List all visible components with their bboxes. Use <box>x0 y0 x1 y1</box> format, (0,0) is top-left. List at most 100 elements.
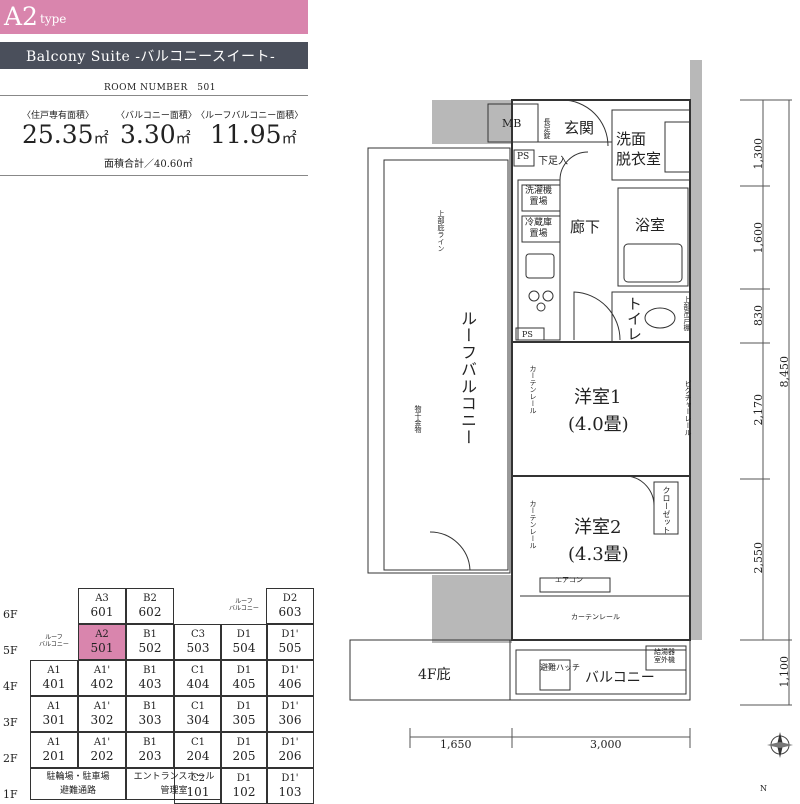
balcony-inner <box>515 649 687 695</box>
unit-type: C1 <box>190 665 205 676</box>
washer-space <box>521 184 561 212</box>
curtain-rail-label: カーテンレール <box>529 500 537 549</box>
roof-balcony-outline <box>367 147 511 574</box>
unit-room: 306 <box>278 713 302 727</box>
roof-balcony-tag: ルーフ バルコニー <box>39 634 69 648</box>
dim-v-5: 2,550 <box>752 542 765 574</box>
roof-balcony-label: ルーフバルコニー <box>458 310 477 446</box>
unit-room: 603 <box>278 605 302 619</box>
sink <box>525 253 555 279</box>
wall-block <box>432 100 512 144</box>
unit-room: 501 <box>90 641 114 655</box>
room2-size: (4.3畳) <box>568 544 629 565</box>
unit-type: B1 <box>143 629 157 640</box>
picture-rail-label: ピクチャーレール <box>684 380 692 436</box>
dim-h-2: 3,000 <box>590 738 622 751</box>
unit-room: 406 <box>278 677 302 691</box>
floor-label: 6F <box>3 608 18 621</box>
unit-type: D1' <box>281 629 299 640</box>
type-banner <box>0 0 308 34</box>
unit-room: 304 <box>186 713 210 727</box>
area-label-balcony: 〈バルコニー面積〉 <box>116 111 197 121</box>
door-swing <box>573 291 621 341</box>
bathtub <box>623 243 683 283</box>
unit-room: 503 <box>186 641 210 655</box>
unit-type: D1 <box>236 701 252 712</box>
unit-type: A3 <box>95 593 109 604</box>
unit-room: 404 <box>186 677 210 691</box>
unit-type: B1 <box>143 701 157 712</box>
unit-cell: A1'302 <box>78 696 126 732</box>
unit-cell: A1'402 <box>78 660 126 696</box>
suite-banner <box>0 42 308 69</box>
genkan-label: 玄関 <box>564 119 595 137</box>
total-area: 面積合計／40.60㎡ <box>104 159 193 170</box>
room1-label: 洋室1 <box>574 387 622 408</box>
mb-label: MB <box>502 117 522 130</box>
eave-4f-label: 4F庇 <box>418 667 451 683</box>
unit-type: A1 <box>47 737 61 748</box>
unit-type: B1 <box>143 665 157 676</box>
unit-room: 303 <box>138 713 162 727</box>
unit-room: 205 <box>232 749 256 763</box>
stove-burner <box>528 290 540 302</box>
floor-label: 1F <box>3 788 18 801</box>
dim-v-3: 830 <box>752 305 765 326</box>
curtain-rail-label-bottom: カーテンレール <box>571 613 620 621</box>
unit-type: C2 <box>190 773 205 784</box>
water-heater <box>645 645 687 671</box>
room1-size: (4.0畳) <box>568 414 629 435</box>
floor-label: 5F <box>3 644 18 657</box>
unit-type: D2 <box>282 593 298 604</box>
door-swing <box>429 531 471 571</box>
unit-room: 202 <box>90 749 114 763</box>
divider <box>0 175 308 176</box>
area-value-roof-balcony: 11.95㎡ <box>210 120 297 149</box>
washroom-label: 洗面 脱衣室 <box>616 130 662 168</box>
area-value-balcony: 3.30㎡ <box>120 120 191 149</box>
unit-cell: D1'306 <box>266 696 314 732</box>
upper-cabinet-label: 上部吊戸棚 <box>683 296 691 331</box>
unit-room: 405 <box>232 677 256 691</box>
ps-box-lower <box>515 327 545 341</box>
stove-burner <box>536 302 546 312</box>
aircon-label: エアコン <box>555 576 583 584</box>
washer-label: 洗濯機 置場 <box>525 186 553 207</box>
balcony-outline <box>349 639 691 701</box>
corridor-label: 廊下 <box>570 218 601 236</box>
unit-room: 103 <box>278 785 302 799</box>
roof-balcony-inner <box>383 159 509 571</box>
unit-room: 101 <box>186 785 210 799</box>
unit-type: C1 <box>190 737 205 748</box>
unit-room: 301 <box>42 713 66 727</box>
escape-hatch <box>539 659 571 691</box>
aircon <box>539 577 611 593</box>
type-code: A2 <box>4 2 38 31</box>
ps-label-upper: PS <box>517 152 530 162</box>
unit-room: 201 <box>42 749 66 763</box>
key-label: 長足錠 <box>543 118 551 139</box>
unit-type: D1' <box>281 773 299 784</box>
fridge-label: 冷蔵庫 置場 <box>525 218 553 239</box>
unit-type: D1' <box>281 665 299 676</box>
unit-cell: D1'406 <box>266 660 314 696</box>
suite-name: Balcony Suite -バルコニースイート- <box>26 49 276 65</box>
bathroom-label: 浴室 <box>635 216 666 234</box>
ps-box-upper <box>513 149 535 167</box>
unit-room: 302 <box>90 713 114 727</box>
eave-line-label: 上部庇ライン <box>437 210 445 252</box>
door-swing <box>559 151 589 181</box>
unit-room: 401 <box>42 677 66 691</box>
